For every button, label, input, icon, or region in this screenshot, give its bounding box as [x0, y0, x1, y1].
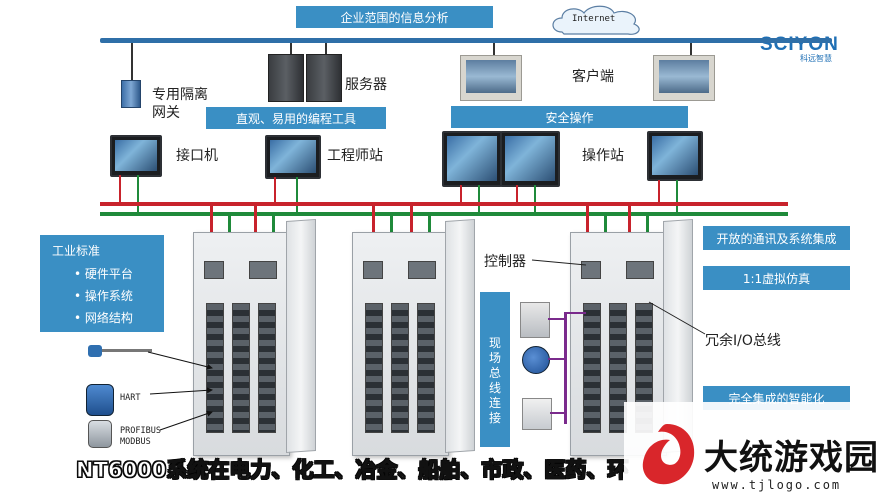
- internet-label: Internet: [572, 14, 616, 24]
- bus-connector: [137, 175, 139, 213]
- field-device: [520, 302, 550, 338]
- server-tower: [306, 54, 342, 102]
- fieldbus-line: [564, 312, 567, 424]
- operator-monitor: [500, 131, 560, 187]
- bus-connector: [296, 177, 298, 213]
- fieldbus-line: [548, 358, 564, 360]
- watermark-logo-icon: [636, 422, 698, 488]
- controller-pointer: [531, 259, 587, 266]
- industry-item: • 网络结构: [74, 311, 133, 325]
- watermark-title: 大统游戏园: [704, 438, 879, 478]
- transmitter-device: [88, 345, 152, 357]
- controller-label: 控制器: [484, 254, 526, 270]
- control-cabinet: [352, 232, 449, 456]
- pressure-device: [86, 384, 114, 416]
- field-device: [522, 398, 552, 430]
- interface-monitor: [110, 135, 162, 177]
- bus-connector: [534, 185, 536, 213]
- bus-connector: [272, 216, 275, 232]
- programming-tools-banner: 直观、易用的编程工具: [206, 107, 386, 129]
- operator-monitor: [647, 131, 703, 181]
- internet-cloud: Internet: [548, 4, 646, 38]
- redundant-io-label: 冗余I/O总线: [705, 333, 781, 349]
- server-tower: [268, 54, 304, 102]
- bus-connector: [460, 185, 462, 203]
- control-bus-green: [100, 212, 788, 216]
- bus-connector: [604, 216, 607, 232]
- modbus-label: MODBUS: [120, 437, 151, 447]
- bus-connector: [210, 206, 213, 232]
- bus-connector: [131, 43, 133, 81]
- industry-title: 工业标准: [52, 244, 101, 258]
- bus-connector: [290, 43, 292, 55]
- industry-item: • 硬件平台: [74, 267, 133, 281]
- bus-connector: [410, 206, 413, 232]
- hart-label: HART: [120, 393, 141, 403]
- bus-connector: [493, 43, 495, 55]
- gateway-device: [121, 80, 141, 108]
- operator-monitor: [442, 131, 502, 187]
- profibus-label: PROFIBUS: [120, 426, 161, 436]
- bus-connector: [372, 206, 375, 232]
- io-pointer: [648, 301, 706, 335]
- bus-connector: [628, 206, 631, 232]
- bus-connector: [274, 177, 276, 203]
- safety-ops-banner: 安全操作: [451, 106, 688, 128]
- client-computer: [460, 55, 522, 101]
- bus-connector: [228, 216, 231, 232]
- flow-device: [88, 420, 112, 448]
- cloud-icon: [552, 5, 640, 35]
- control-bus-red: [100, 202, 788, 206]
- bus-connector: [390, 216, 393, 232]
- industry-item: • 操作系统: [74, 289, 133, 303]
- bus-connector: [516, 185, 518, 203]
- fieldbus-line: [548, 318, 564, 320]
- fieldbus-line: [564, 312, 586, 314]
- engineer-monitor: [265, 135, 321, 179]
- bus-connector: [478, 185, 480, 213]
- analysis-banner: 企业范围的信息分析: [296, 6, 493, 28]
- bus-connector: [325, 43, 327, 55]
- server-label: 服务器: [345, 77, 387, 93]
- virtual-sim-banner: 1:1虚拟仿真: [703, 266, 850, 290]
- fieldbus-line: [550, 412, 566, 414]
- fieldbus-text: 现场总线连接: [488, 336, 501, 425]
- interface-label: 接口机: [176, 148, 218, 164]
- bus-connector: [428, 216, 431, 232]
- client-computer: [653, 55, 715, 101]
- brand-sub: 科远智慧: [800, 54, 832, 63]
- watermark-url: www.tjlogo.com: [712, 478, 842, 492]
- cabinet-door: [286, 218, 316, 454]
- client-label: 客户端: [572, 69, 614, 85]
- control-cabinet: [193, 232, 290, 456]
- caption-text: NT6000系统在电力、化工、冶金、船舶、市政、医药、环: [75, 458, 629, 483]
- cabinet-door: [445, 218, 475, 454]
- bus-connector: [254, 206, 257, 232]
- bus-connector: [586, 206, 589, 232]
- bus-connector: [658, 180, 660, 203]
- industry-standard-box: 工业标准 • 硬件平台 • 操作系统 • 网络结构: [40, 235, 164, 332]
- bus-connector: [646, 216, 649, 232]
- bus-connector: [690, 43, 692, 55]
- open-comms-banner: 开放的通讯及系统集成: [703, 226, 850, 250]
- gateway-label: 专用隔离 网关: [152, 87, 208, 121]
- field-device: [522, 346, 550, 374]
- enterprise-bus: [100, 38, 832, 43]
- bus-connector: [119, 175, 121, 203]
- signal-arrows: [147, 351, 213, 431]
- engineer-label: 工程师站: [327, 148, 383, 164]
- fieldbus-box: 现场总线连接: [480, 292, 510, 447]
- operator-label: 操作站: [582, 148, 624, 164]
- bus-connector: [676, 180, 678, 213]
